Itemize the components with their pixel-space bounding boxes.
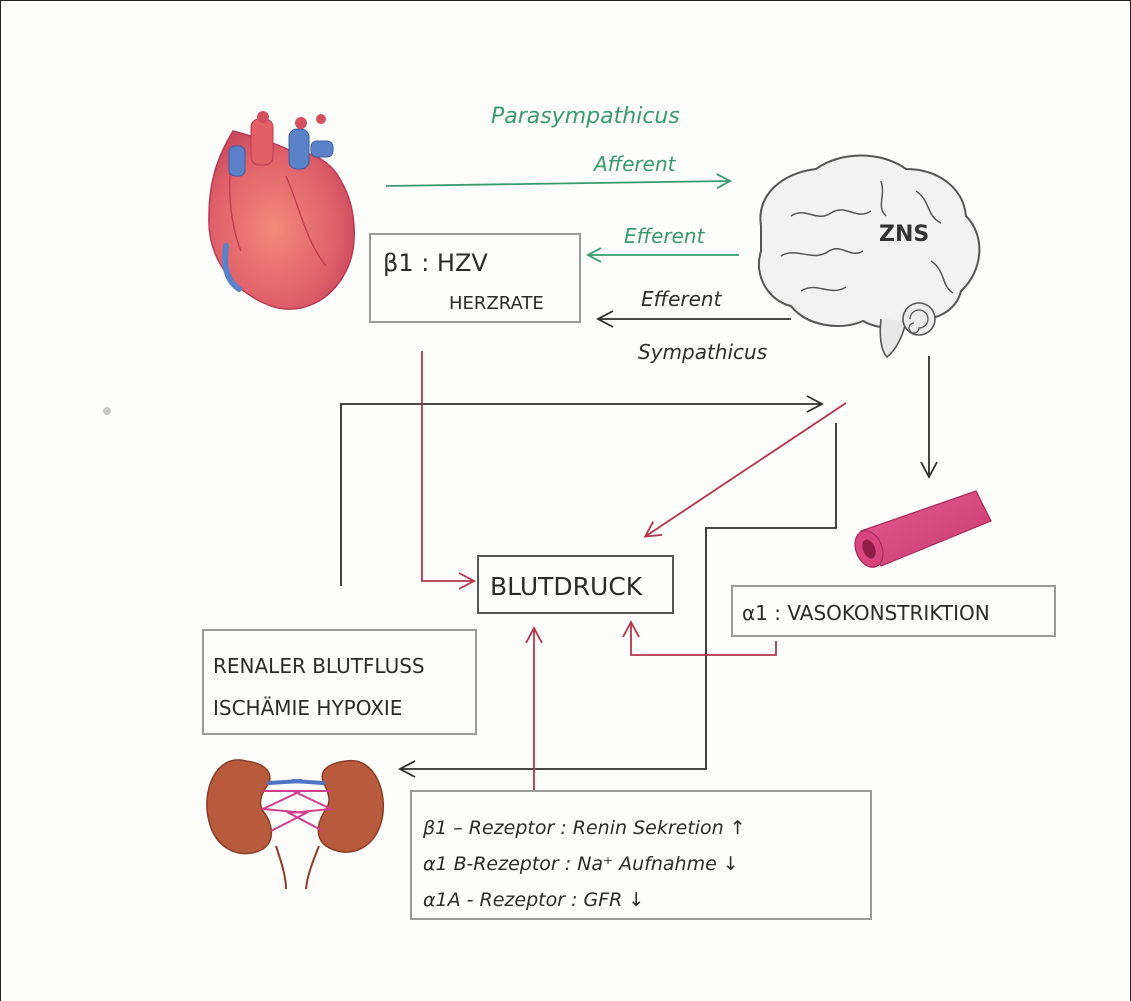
- beta1-line1: β1 : HZV: [383, 249, 488, 277]
- beta1-to-blutdruck-arrow: [422, 351, 473, 581]
- blood-vessel-icon: [850, 491, 991, 571]
- beta1-line2: HERZRATE: [449, 293, 544, 314]
- vessel-to-blutdruck-arrow: [646, 403, 846, 536]
- sympathicus-label: Sympathicus: [638, 340, 767, 364]
- kidneys-icon: [207, 760, 383, 889]
- afferent-label: Afferent: [592, 152, 677, 176]
- alpha1-label: α1 : VASOKONSTRIKTION: [742, 601, 990, 625]
- brain-icon: [759, 156, 979, 358]
- afferent-arrow: [386, 181, 729, 186]
- efferent-symp-label: Efferent: [641, 287, 723, 311]
- alpha1-to-blutdruck-arrow: [631, 623, 776, 655]
- zns-label: ZNS: [879, 222, 929, 247]
- receptor-line3: α1A - Rezeptor : GFR ↓: [423, 889, 644, 911]
- blutdruck-label: BLUTDRUCK: [490, 572, 643, 601]
- paper-speck: [103, 407, 111, 415]
- parasympathicus-label: Parasympathicus: [491, 104, 680, 129]
- efferent-para-label: Efferent: [624, 224, 706, 248]
- receptor-line1: β1 – Rezeptor : Renin Sekretion ↑: [422, 817, 746, 839]
- kidney-to-brain-line: [341, 404, 821, 586]
- receptor-line2: α1 B-Rezeptor : Na⁺ Aufnahme ↓: [423, 853, 739, 875]
- renal-line1: RENALER BLUTFLUSS: [213, 654, 425, 678]
- renal-line2: ISCHÄMIE HYPOXIE: [213, 696, 402, 720]
- heart-icon: [209, 111, 354, 309]
